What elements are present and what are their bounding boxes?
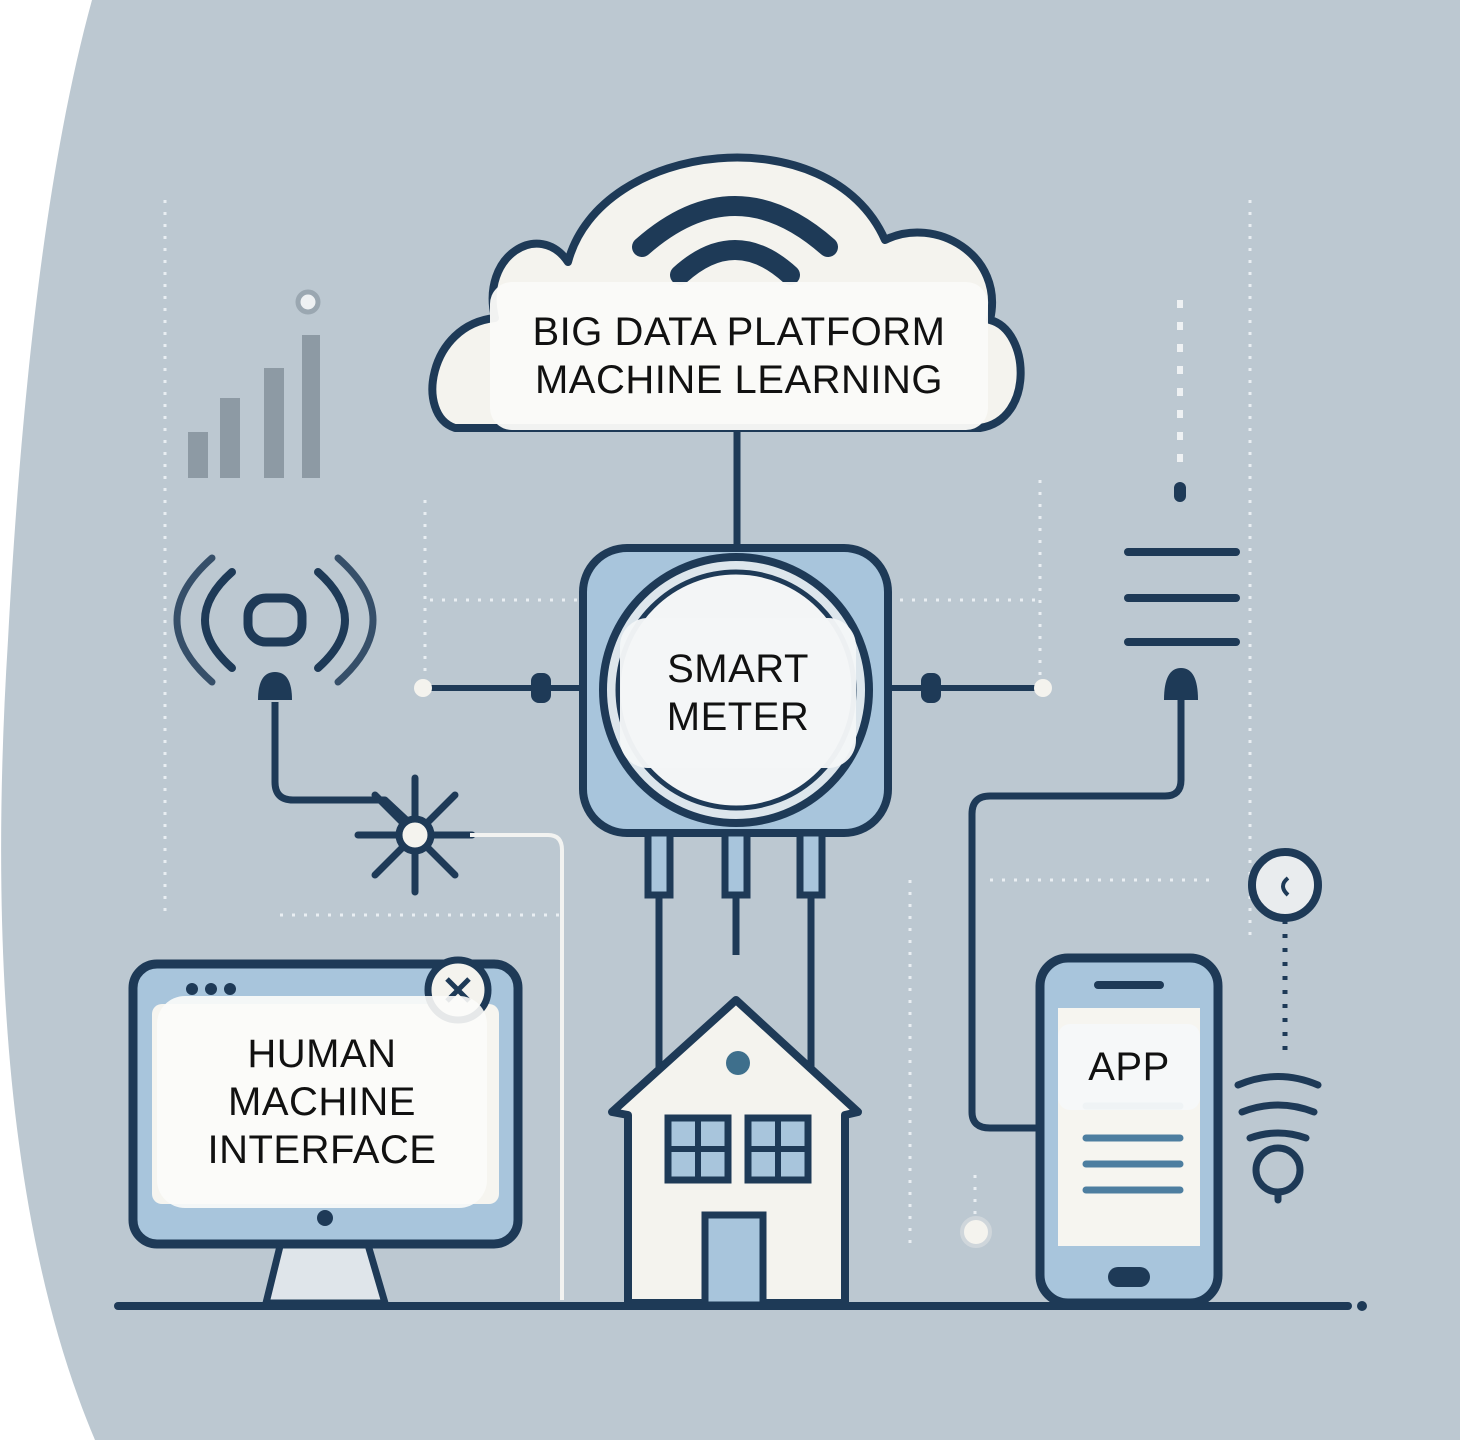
pin-icon-right: [1164, 668, 1198, 700]
node-dot-right: [1034, 679, 1052, 697]
dotted-guides: [163, 200, 1252, 1245]
node-dot-left: [414, 679, 432, 697]
wifi-icon: [632, 196, 838, 285]
hmi-label-line-3: INTERFACE: [207, 1128, 437, 1172]
ground-end-dot: [1357, 1301, 1367, 1311]
meter-side-links: [430, 673, 1035, 703]
node-dot-bottom: [960, 1216, 992, 1248]
smart-meter-label-line-2: METER: [666, 695, 810, 739]
antenna-tip: [1174, 482, 1186, 502]
menu-lines-icon: [1124, 548, 1240, 646]
app-label: APP: [1058, 1024, 1200, 1110]
pin-icon: [258, 672, 292, 700]
smart-meter-label: SMART METER: [620, 618, 856, 768]
hmi-link: [470, 833, 564, 1300]
meter-house-links: [655, 895, 815, 1085]
cloud-label-line-2: MACHINE LEARNING: [534, 358, 944, 402]
hmi-label: HUMAN MACHINE INTERFACE: [157, 996, 487, 1208]
broadcast-link: [271, 702, 418, 831]
smartphone-icon: [1035, 953, 1223, 1308]
sun-icon: [354, 774, 476, 896]
status-ring-icon: [1248, 848, 1322, 1050]
hmi-label-line-2: MACHINE: [228, 1080, 416, 1124]
wireless-icon: [1234, 1073, 1322, 1204]
signal-bars-icon: [188, 289, 321, 478]
smart-meter-label-line-1: SMART: [667, 647, 809, 691]
cloud-label: BIG DATA PLATFORM MACHINE LEARNING: [490, 282, 988, 430]
hmi-label-line-1: HUMAN: [247, 1032, 397, 1076]
broadcast-icon: [173, 554, 377, 686]
house-icon: [608, 996, 862, 1309]
app-link: [968, 700, 1185, 1132]
app-label-line-1: APP: [1088, 1045, 1170, 1089]
cloud-label-line-1: BIG DATA PLATFORM: [532, 310, 946, 354]
